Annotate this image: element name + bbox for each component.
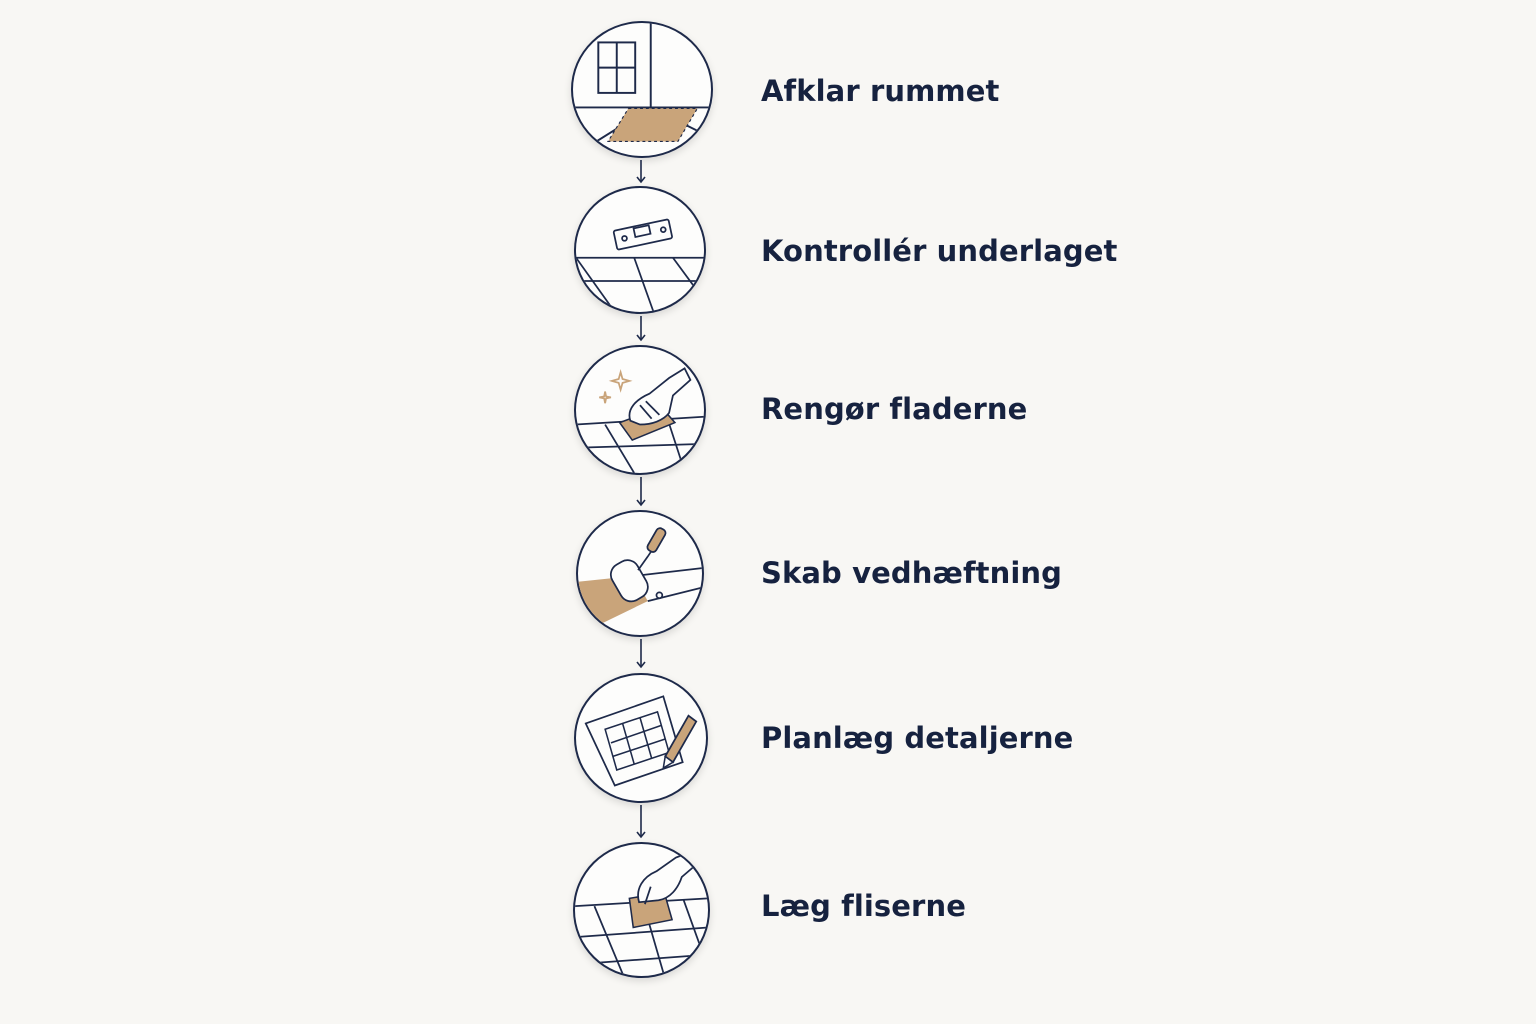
step-3-circle — [574, 345, 706, 475]
room-corner-floor-icon — [573, 23, 711, 156]
step-4-circle — [576, 510, 704, 637]
step-1-circle — [571, 21, 713, 158]
hand-placing-tile-icon — [575, 850, 708, 976]
step-2-circle — [574, 186, 706, 314]
connector-arrow-4 — [634, 639, 648, 669]
connector-arrow-5 — [634, 805, 648, 839]
step-6-label: Læg fliserne — [761, 889, 966, 923]
paint-roller-icon — [578, 527, 702, 635]
connector-arrow-1 — [634, 160, 648, 184]
step-6-circle — [573, 842, 710, 978]
step-1-label: Afklar rummet — [761, 74, 1000, 108]
connector-arrow-2 — [634, 316, 648, 342]
plan-pencil-icon — [584, 695, 698, 787]
hand-cleaning-icon — [576, 367, 704, 473]
step-2-label: Kontrollér underlaget — [761, 234, 1118, 268]
step-3-label: Rengør fladerne — [761, 392, 1028, 426]
connector-arrow-3 — [634, 477, 648, 507]
spirit-level-icon — [576, 218, 704, 312]
step-5-label: Planlæg detaljerne — [761, 721, 1074, 755]
step-5-circle — [574, 673, 708, 803]
step-4-label: Skab vedhæftning — [761, 556, 1063, 590]
